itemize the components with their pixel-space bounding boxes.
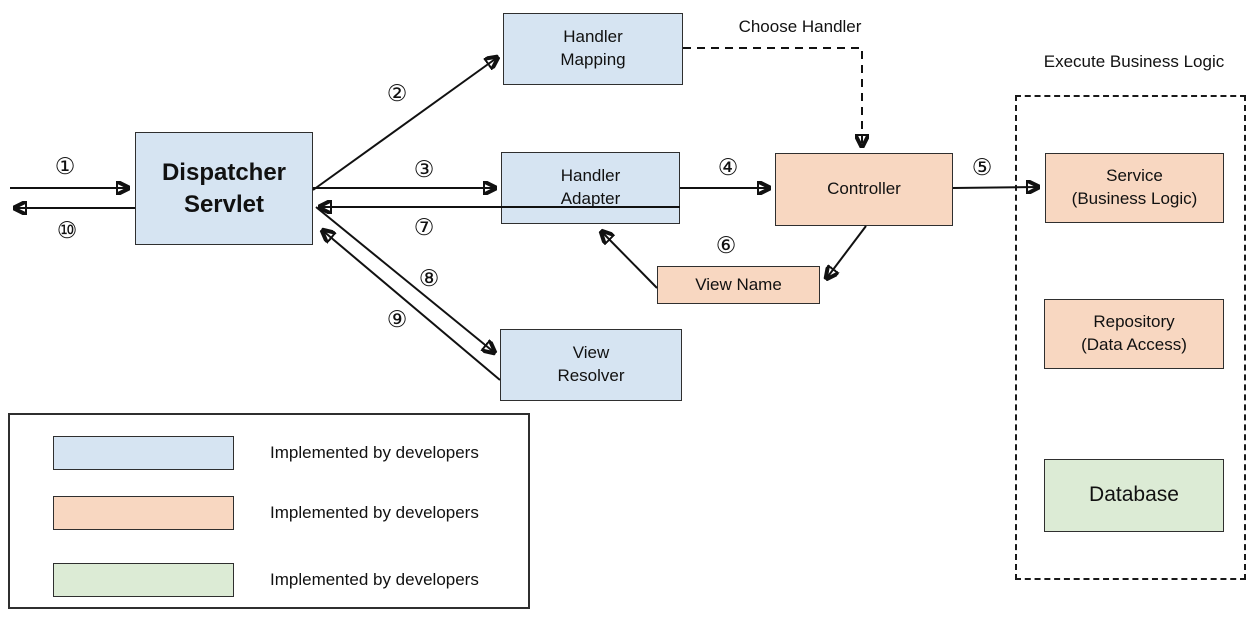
legend-swatch-peach xyxy=(53,496,234,530)
step-2-badge: ② xyxy=(386,80,408,106)
legend-label-green: Implemented by developers xyxy=(270,570,479,589)
choose-handler-label: Choose Handler xyxy=(738,17,862,36)
node-repository: Repository (Data Access) xyxy=(1044,299,1224,369)
arrow-controller-to-view-name xyxy=(826,225,867,279)
legend-swatch-green xyxy=(53,563,234,597)
arrow-step2-to-handler-mapping xyxy=(312,57,498,191)
arrow-step9-to-dispatcher xyxy=(322,230,501,381)
node-database: Database xyxy=(1044,459,1224,532)
step-7-badge: ⑦ xyxy=(413,214,435,240)
step-5-badge: ⑤ xyxy=(971,154,993,180)
node-handler-adapter: Handler Adapter xyxy=(501,152,680,224)
node-controller: Controller xyxy=(775,153,953,226)
step-4-badge: ④ xyxy=(717,154,739,180)
node-dispatcher-servlet: Dispatcher Servlet xyxy=(135,132,313,245)
step-3-badge: ③ xyxy=(413,156,435,182)
step-6-badge: ⑥ xyxy=(715,232,737,258)
step-9-badge: ⑨ xyxy=(386,306,408,332)
arrow-choose-handler-dashed xyxy=(683,47,862,147)
step-10-badge: ⑩ xyxy=(56,217,78,243)
legend-label-peach: Implemented by developers xyxy=(270,503,479,522)
node-service: Service (Business Logic) xyxy=(1045,153,1224,223)
step-8-badge: ⑧ xyxy=(418,265,440,291)
execute-business-logic-label: Execute Business Logic xyxy=(1043,52,1225,71)
node-view-resolver: View Resolver xyxy=(500,329,682,401)
step-1-badge: ① xyxy=(54,153,76,179)
legend-label-blue: Implemented by developers xyxy=(270,443,479,462)
legend: Implemented by developers Implemented by… xyxy=(8,413,530,609)
node-view-name: View Name xyxy=(657,266,820,304)
node-handler-mapping: Handler Mapping xyxy=(503,13,683,85)
legend-swatch-blue xyxy=(53,436,234,470)
execute-business-logic-group xyxy=(1015,95,1246,580)
arrow-step6-to-handler-adapter xyxy=(601,231,658,289)
